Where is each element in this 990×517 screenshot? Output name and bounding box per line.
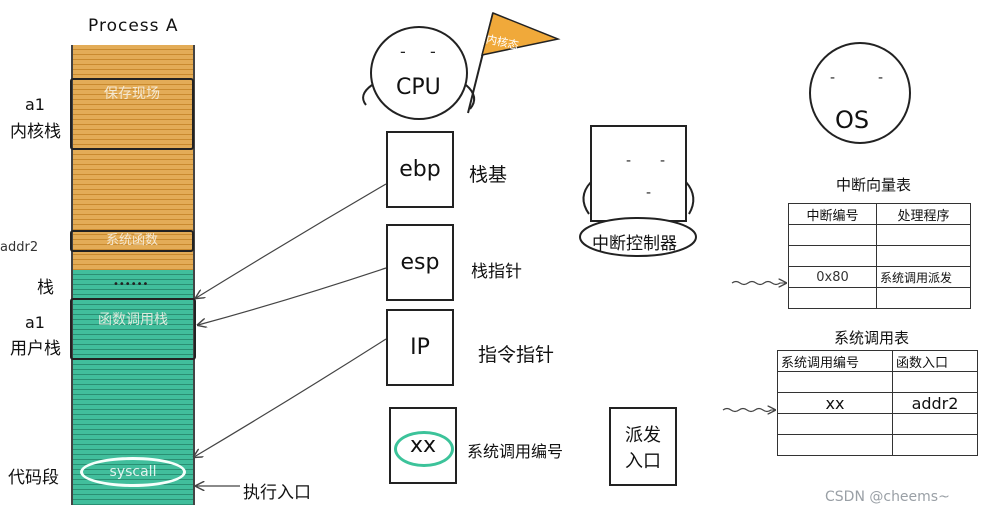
syscall-table: 系统调用编号 函数入口 xx addr2 (777, 350, 978, 456)
kernel-stack-label: 内核栈 (10, 122, 61, 142)
user-stack-label: 用户栈 (10, 339, 61, 359)
syscall-label: syscall (109, 464, 157, 480)
user-stack-prefix: a1 (25, 313, 45, 332)
table-row (788, 287, 971, 309)
syscall-cell (892, 434, 978, 456)
svg-text:-: - (646, 185, 651, 201)
watermark: CSDN @cheems~ (825, 489, 950, 505)
cpu-label: CPU (396, 75, 441, 100)
save-context-label: 保存现场 (104, 86, 160, 102)
stack-label: 栈 (37, 278, 54, 298)
syscall-number-description: 系统调用编号 (467, 442, 564, 461)
ebp-register-name: ebp (399, 157, 441, 182)
esp-register: esp (386, 224, 454, 301)
syscall-number-value: xx (409, 433, 437, 458)
ip-arrow (194, 338, 387, 457)
interrupt-controller-figure: - - - (579, 125, 697, 257)
table-row (777, 434, 978, 456)
ivt-wavy-arrow (731, 282, 786, 285)
dispatch-entry-box: 派发 入口 (609, 407, 677, 486)
table-row (788, 224, 971, 246)
dispatch-line-1: 派发 (625, 424, 661, 446)
esp-register-name: esp (400, 250, 440, 275)
table-row: 0x80 系统调用派发 (788, 266, 971, 288)
process-title: Process A (88, 16, 179, 36)
function-call-stack-label: 函数调用栈 (98, 312, 168, 328)
interrupt-vector-table: 中断编号 处理程序 0x80 系统调用派发 (788, 203, 971, 309)
kernel-stack-prefix: a1 (25, 95, 45, 114)
svg-text:-: - (400, 42, 406, 61)
svg-text:-: - (430, 42, 436, 61)
ivt-cell-0x80: 0x80 (788, 266, 877, 288)
save-context-box: 保存现场 (70, 78, 194, 150)
esp-description: 栈指针 (471, 262, 522, 282)
os-figure: - - (809, 42, 911, 144)
svg-text:-: - (660, 153, 665, 169)
syscall-wavy-arrow (722, 409, 775, 412)
ivt-cell (876, 287, 971, 309)
code-segment-label: 代码段 (8, 468, 59, 488)
ebp-arrow (196, 183, 387, 298)
syscall-number-register: xx (389, 407, 457, 484)
svg-text:-: - (878, 70, 883, 86)
kernel-stack-band (71, 45, 195, 270)
os-label: OS (835, 106, 870, 134)
esp-arrow (198, 267, 387, 325)
ivt-title: 中断向量表 (836, 176, 912, 194)
ip-register: IP (386, 309, 454, 386)
system-function-box: 系统函数 (70, 230, 194, 252)
highlight-ring (394, 431, 454, 467)
interrupt-controller-label: 中断控制器 (592, 234, 677, 254)
ebp-register: ebp (386, 131, 454, 208)
stack-ellipsis: •••••• (113, 279, 149, 290)
entry-label: 执行入口 (243, 483, 311, 503)
function-call-stack-box: 函数调用栈 (70, 298, 196, 360)
syscall-ellipse: syscall (80, 457, 186, 487)
ip-description: 指令指针 (478, 344, 555, 366)
dispatch-line-2: 入口 (625, 450, 661, 472)
ebp-description: 栈基 (469, 164, 508, 186)
ip-register-name: IP (410, 335, 430, 360)
svg-text:-: - (626, 153, 631, 169)
syscall-table-title: 系统调用表 (834, 329, 910, 347)
system-function-label: 系统函数 (105, 233, 158, 248)
addr2-label: addr2 (0, 240, 39, 255)
svg-text:-: - (830, 70, 835, 86)
cpu-figure: - - (362, 11, 561, 120)
